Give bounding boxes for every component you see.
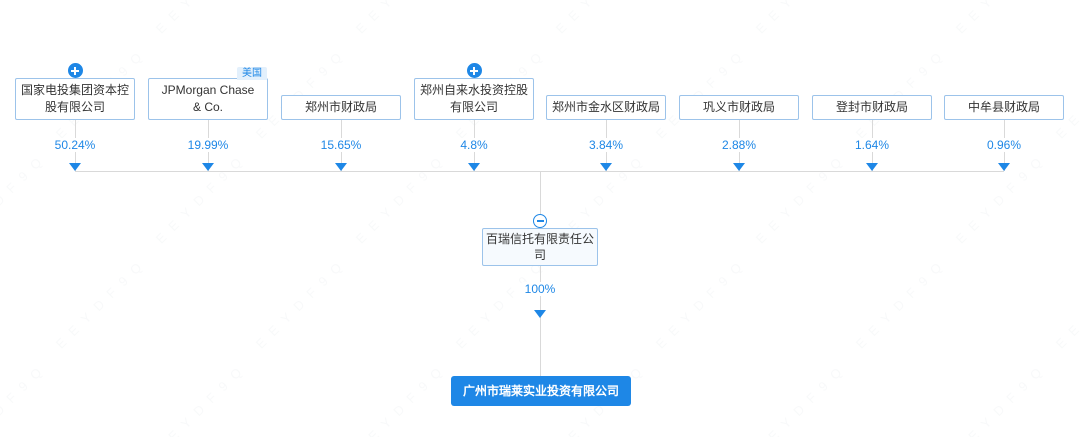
company-node[interactable]: 百瑞信托有限责任公司 xyxy=(482,228,598,266)
company-name: JPMorgan Chase & Co. xyxy=(161,83,255,114)
shareholder-column: 登封市财政局 1.64% xyxy=(812,60,932,172)
company-name: 中牟县财政局 xyxy=(967,100,1040,114)
ownership-percentage: 0.96% xyxy=(983,138,1025,152)
arrow-down-icon xyxy=(534,310,546,318)
country-badge: 美国 xyxy=(237,67,267,80)
ownership-percentage: 50.24% xyxy=(51,138,99,152)
collapse-minus-icon[interactable] xyxy=(533,214,547,228)
arrow-down-icon xyxy=(69,163,81,171)
shareholder-column: 国家电投集团资本控股有限公司 50.24% xyxy=(15,60,135,172)
arrow-down-icon xyxy=(468,163,480,171)
connector-line xyxy=(540,172,541,214)
shareholder-column: JPMorgan Chase & Co. 美国 19.99% xyxy=(148,60,268,172)
ownership-percentage: 100% xyxy=(521,282,559,296)
company-name: 郑州市金水区财政局 xyxy=(551,100,660,114)
expand-plus-icon[interactable] xyxy=(67,63,83,78)
connector-line xyxy=(540,266,541,376)
arrow-down-icon xyxy=(202,163,214,171)
ownership-percentage: 15.65% xyxy=(317,138,365,152)
expand-plus-icon[interactable] xyxy=(466,63,482,78)
company-name: 国家电投集团资本控股有限公司 xyxy=(20,83,129,114)
company-name: 登封市财政局 xyxy=(835,100,908,114)
company-node[interactable]: 巩义市财政局 xyxy=(679,95,799,120)
shareholder-column: 郑州市财政局 15.65% xyxy=(281,60,401,172)
company-node[interactable]: 郑州自来水投资控股有限公司 xyxy=(414,78,534,120)
target-company-node[interactable]: 广州市瑞莱实业投资有限公司 xyxy=(450,376,632,406)
company-name: 郑州自来水投资控股有限公司 xyxy=(419,83,528,114)
shareholder-column: 巩义市财政局 2.88% xyxy=(679,60,799,172)
arrow-down-icon xyxy=(335,163,347,171)
company-name: 郑州市财政局 xyxy=(304,100,377,114)
arrow-down-icon xyxy=(733,163,745,171)
company-node[interactable]: 郑州市财政局 xyxy=(281,95,401,120)
shareholder-column: 郑州市金水区财政局 3.84% xyxy=(546,60,666,172)
company-node[interactable]: JPMorgan Chase & Co. xyxy=(148,78,268,120)
arrow-down-icon xyxy=(998,163,1010,171)
connector-bus-line xyxy=(75,171,1004,172)
company-node[interactable]: 登封市财政局 xyxy=(812,95,932,120)
arrow-down-icon xyxy=(866,163,878,171)
ownership-percentage: 3.84% xyxy=(585,138,627,152)
company-name: 百瑞信托有限责任公司 xyxy=(485,232,594,262)
shareholder-column: 郑州自来水投资控股有限公司 4.8% xyxy=(414,60,534,172)
shareholder-column: 中牟县财政局 0.96% xyxy=(944,60,1064,172)
company-name: 巩义市财政局 xyxy=(702,100,775,114)
company-node[interactable]: 中牟县财政局 xyxy=(944,95,1064,120)
ownership-percentage: 19.99% xyxy=(184,138,232,152)
company-name: 广州市瑞莱实业投资有限公司 xyxy=(462,384,620,398)
arrow-down-icon xyxy=(600,163,612,171)
company-node[interactable]: 国家电投集团资本控股有限公司 xyxy=(15,78,135,120)
ownership-percentage: 1.64% xyxy=(851,138,893,152)
ownership-percentage: 4.8% xyxy=(457,138,491,152)
ownership-percentage: 2.88% xyxy=(718,138,760,152)
company-node[interactable]: 郑州市金水区财政局 xyxy=(546,95,666,120)
